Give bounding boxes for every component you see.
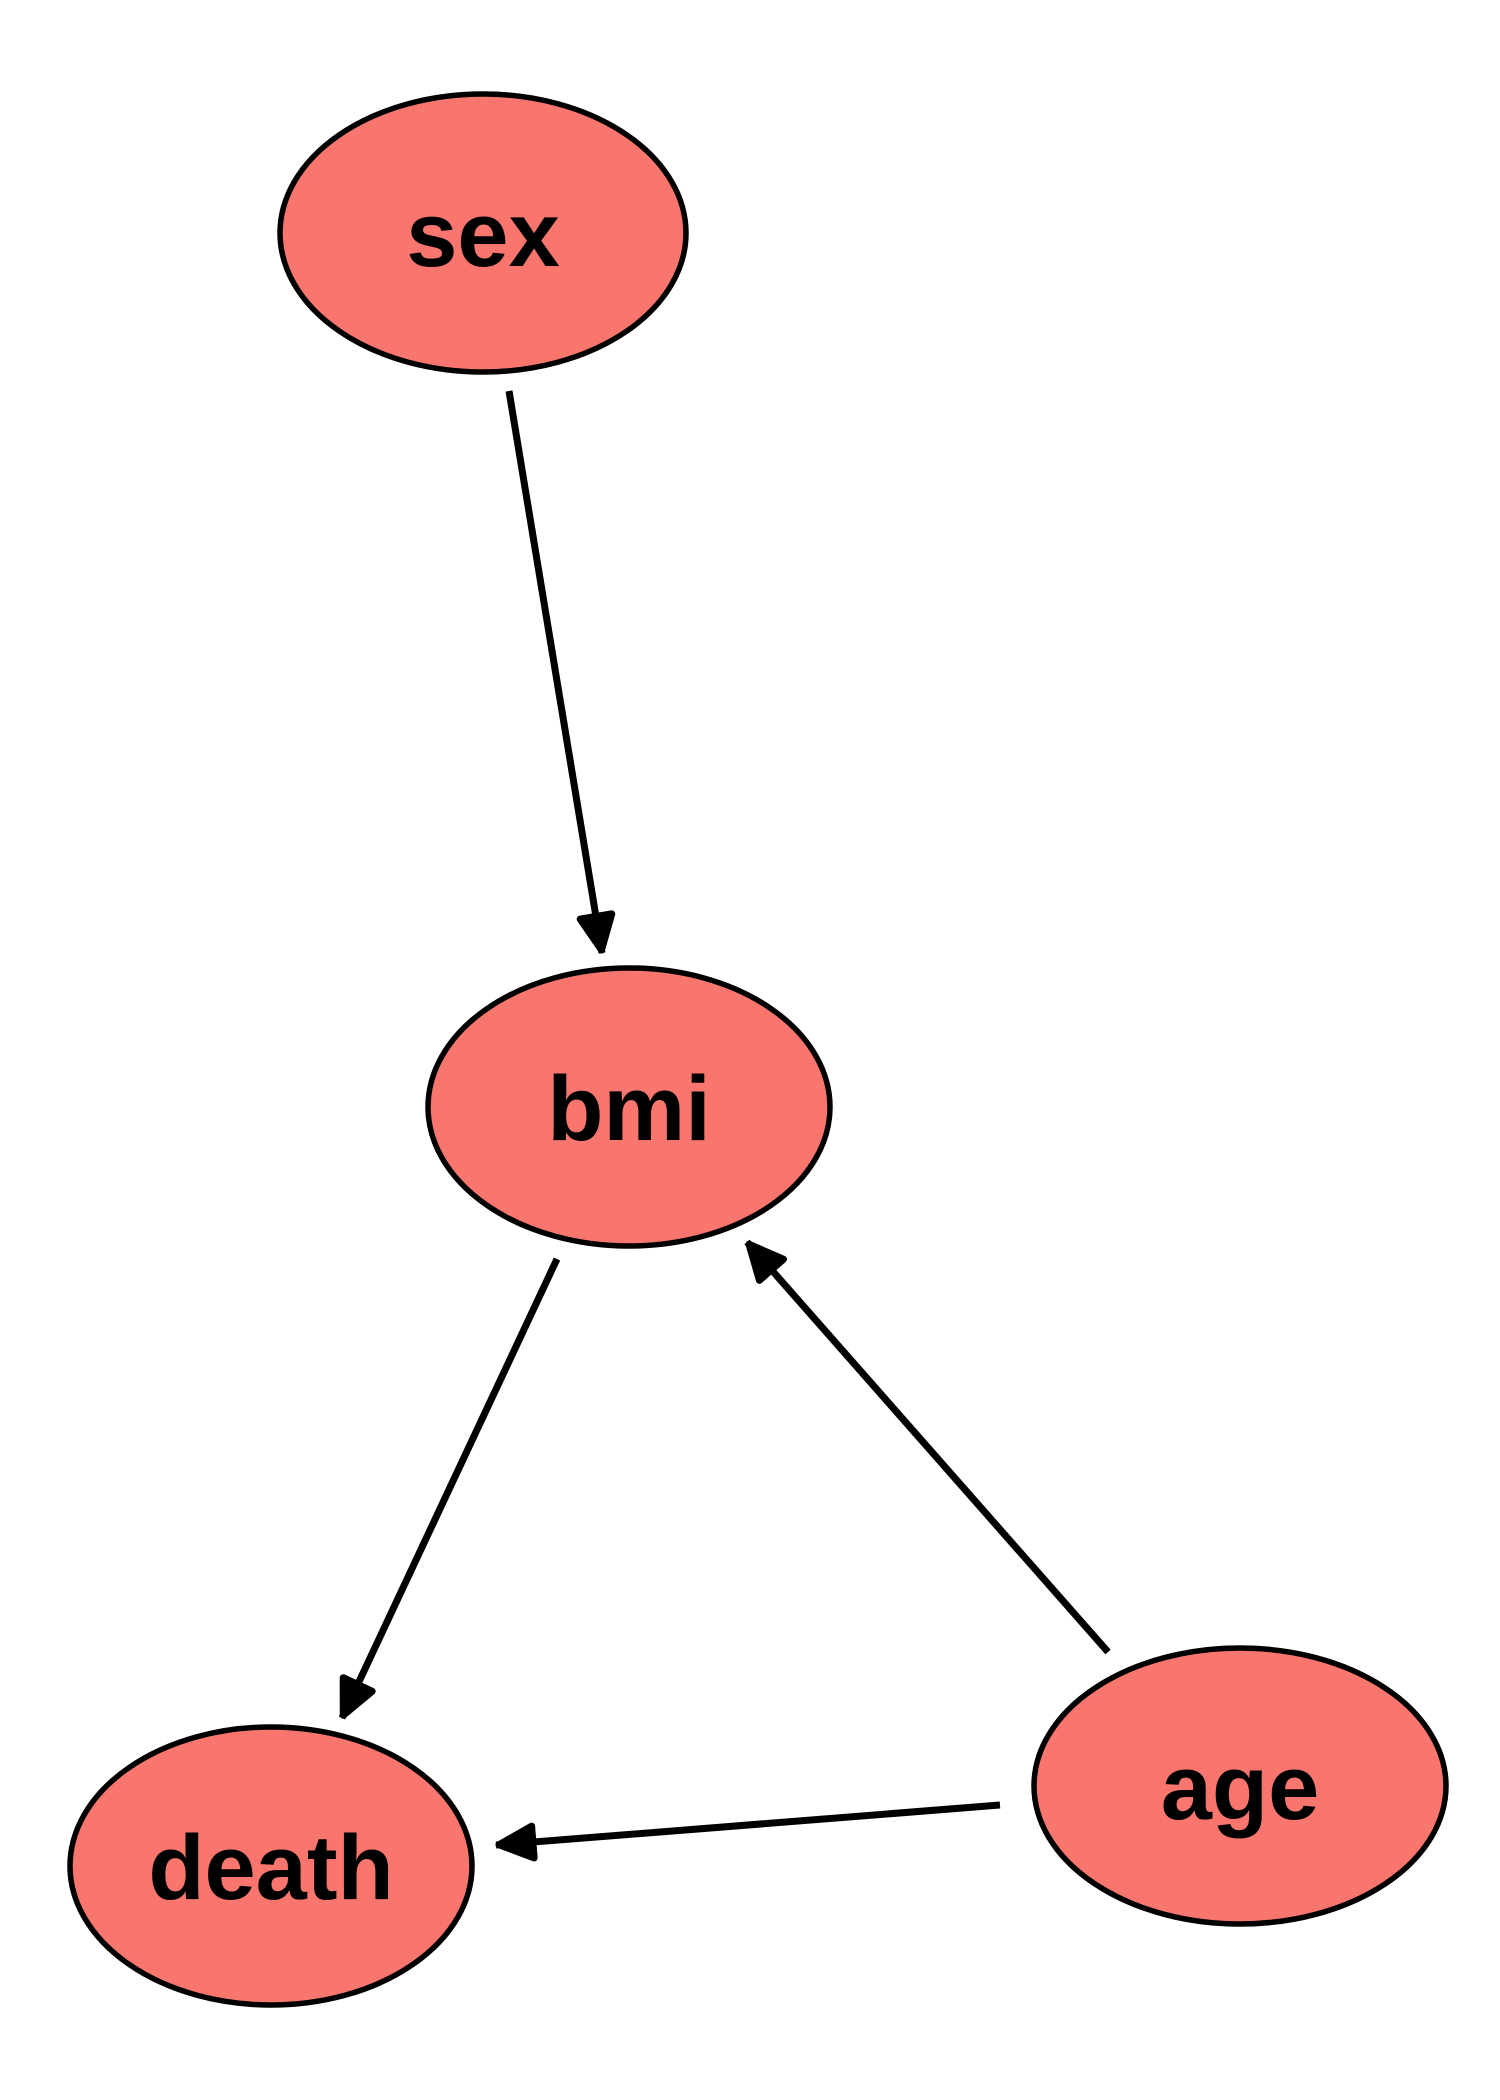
edge-age-to-death [495,1801,1001,1862]
edge-age-to-bmi [744,1239,1111,1655]
node-age-shape [1031,1645,1449,1927]
edge-bmi-to-death [338,1257,561,1720]
node-death: death [67,1724,475,2008]
edge-sex-to-bmi [505,390,616,954]
node-age-label: age [1161,1737,1320,1839]
node-bmi-shape [425,965,833,1249]
node-death-shape [67,1724,475,2008]
node-bmi-label: bmi [547,1058,711,1160]
node-death-label: death [148,1817,393,1919]
nodes-layer: sex bmi death age [67,91,1449,2008]
node-bmi: bmi [425,965,833,1249]
node-sex-label: sex [406,184,560,286]
node-age: age [1031,1645,1449,1927]
node-sex: sex [277,91,689,375]
node-sex-shape [277,91,689,375]
edges-layer [338,390,1111,1862]
